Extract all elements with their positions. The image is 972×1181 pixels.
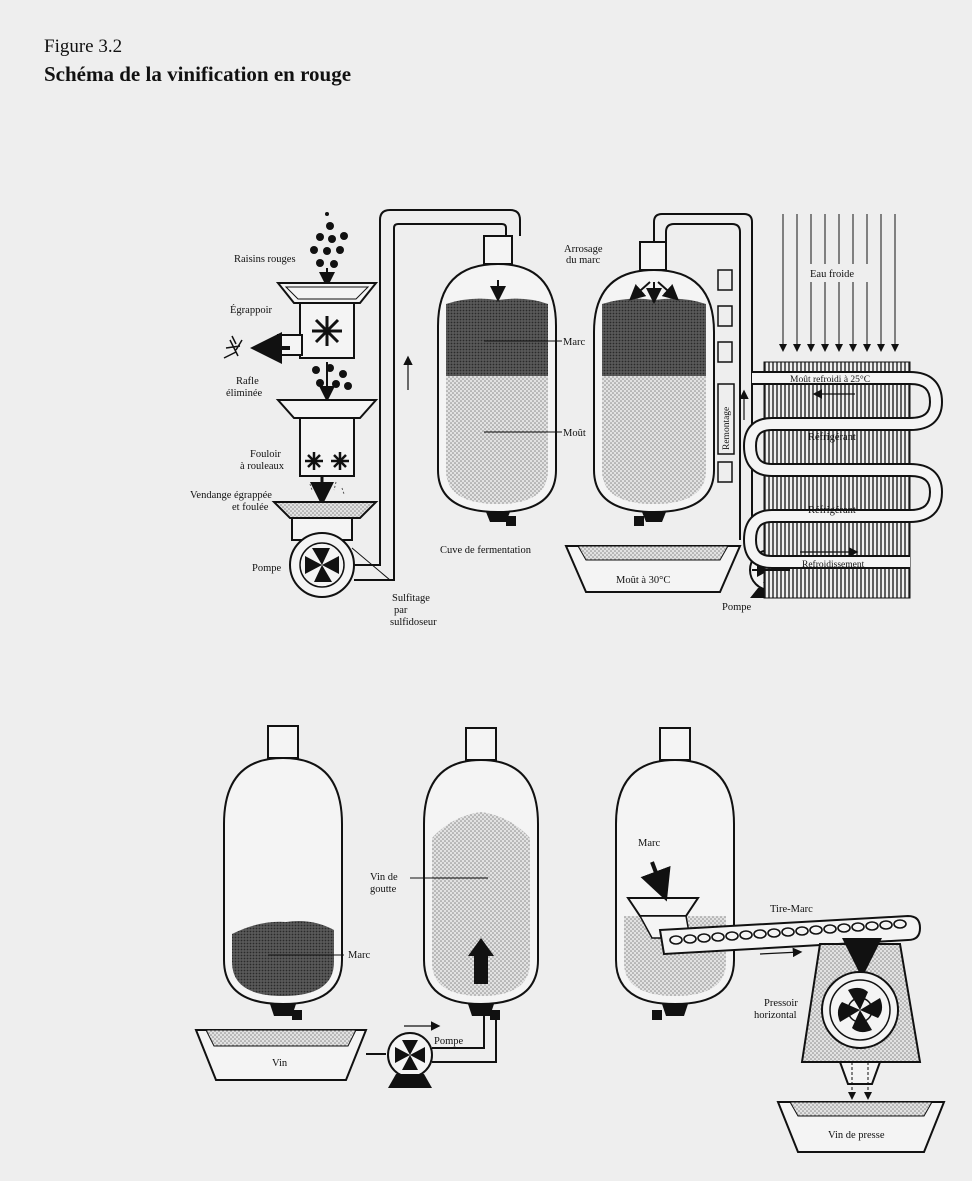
label-remontage: Remontage bbox=[722, 407, 732, 450]
label-egrappoir: Égrappoir bbox=[230, 304, 272, 316]
label-marc-3: Marc bbox=[638, 838, 660, 849]
label-vin: Vin bbox=[272, 1058, 288, 1069]
tank-marc-extraction bbox=[615, 727, 735, 1020]
label-refroidissement: Refroidissement bbox=[802, 559, 865, 570]
label-cuve: Cuve de fermentation bbox=[440, 545, 532, 556]
fermentation-tank-1 bbox=[437, 235, 557, 526]
label-rafle-2: éliminée bbox=[226, 388, 262, 399]
label-marc-1: Marc bbox=[563, 337, 585, 348]
label-sulfitage-1: Sulfitage bbox=[392, 593, 430, 604]
pump-fan-icon bbox=[305, 548, 339, 582]
label-fouloir-1: Fouloir bbox=[250, 449, 281, 460]
tank-marc bbox=[223, 725, 344, 1020]
label-eau-froide: Eau froide bbox=[810, 269, 854, 280]
label-marc-2: Marc bbox=[348, 950, 370, 961]
refrigerant-coil bbox=[742, 361, 944, 599]
label-mout-30: Moût à 30°C bbox=[616, 575, 670, 586]
horizontal-press bbox=[800, 938, 922, 1100]
mout-basin bbox=[564, 545, 742, 593]
figure-title: Schéma de la vinification en rouge bbox=[44, 62, 352, 86]
label-pompe-3: Pompe bbox=[434, 1036, 464, 1047]
label-mout-refroidi: Moût refroidi à 25°C bbox=[790, 374, 870, 385]
spray-arrows-icon bbox=[629, 281, 679, 304]
figure-number: Figure 3.2 bbox=[44, 36, 123, 57]
label-fouloir-2: à rouleaux bbox=[240, 461, 285, 472]
grapes-icon bbox=[310, 212, 348, 268]
fouloir-machine bbox=[275, 399, 379, 477]
egrappoir-rotor-icon bbox=[312, 316, 342, 346]
label-arrosage-1: Arrosage bbox=[564, 244, 603, 255]
egrappoir-machine bbox=[275, 282, 379, 359]
label-vin-goutte-2: goutte bbox=[370, 884, 397, 895]
label-sulfitage-2: par bbox=[394, 605, 408, 616]
label-vendange-1: Vendange égrappée bbox=[190, 490, 272, 501]
label-raisins: Raisins rouges bbox=[234, 254, 296, 265]
wine-basin bbox=[194, 1029, 368, 1081]
label-vendange-2: et foulée bbox=[232, 502, 269, 513]
roller-left-icon bbox=[305, 452, 323, 470]
label-vin-presse: Vin de presse bbox=[828, 1130, 885, 1141]
label-refrigerant-2: Réfrigérant bbox=[808, 505, 856, 516]
label-pompe-1: Pompe bbox=[252, 563, 282, 574]
pump-3 bbox=[366, 1016, 497, 1088]
label-pompe-2: Pompe bbox=[722, 602, 752, 613]
label-pressoir-1: Pressoir bbox=[764, 998, 798, 1009]
grapes-crushed-icon bbox=[312, 364, 352, 390]
label-mout-1: Moût bbox=[563, 428, 586, 439]
label-rafle-1: Rafle bbox=[236, 376, 259, 387]
pump-1 bbox=[271, 501, 379, 598]
press-rotor-icon bbox=[837, 987, 883, 1033]
label-refrigerant-1: Réfrigérant bbox=[808, 432, 856, 443]
label-vin-goutte-1: Vin de bbox=[370, 872, 398, 883]
label-sulfitage-3: sulfidoseur bbox=[390, 617, 437, 628]
press-wine-basin bbox=[776, 1101, 946, 1153]
tank-vin-goutte bbox=[410, 727, 539, 1020]
tire-marc-conveyor bbox=[658, 914, 922, 958]
stems-icon bbox=[223, 335, 243, 359]
label-tire-marc: Tire-Marc bbox=[770, 904, 813, 915]
fermentation-tank-2 bbox=[593, 241, 715, 526]
label-arrosage-2: du marc bbox=[566, 255, 600, 266]
label-pressoir-2: horizontal bbox=[754, 1010, 797, 1021]
roller-right-icon bbox=[331, 452, 349, 470]
